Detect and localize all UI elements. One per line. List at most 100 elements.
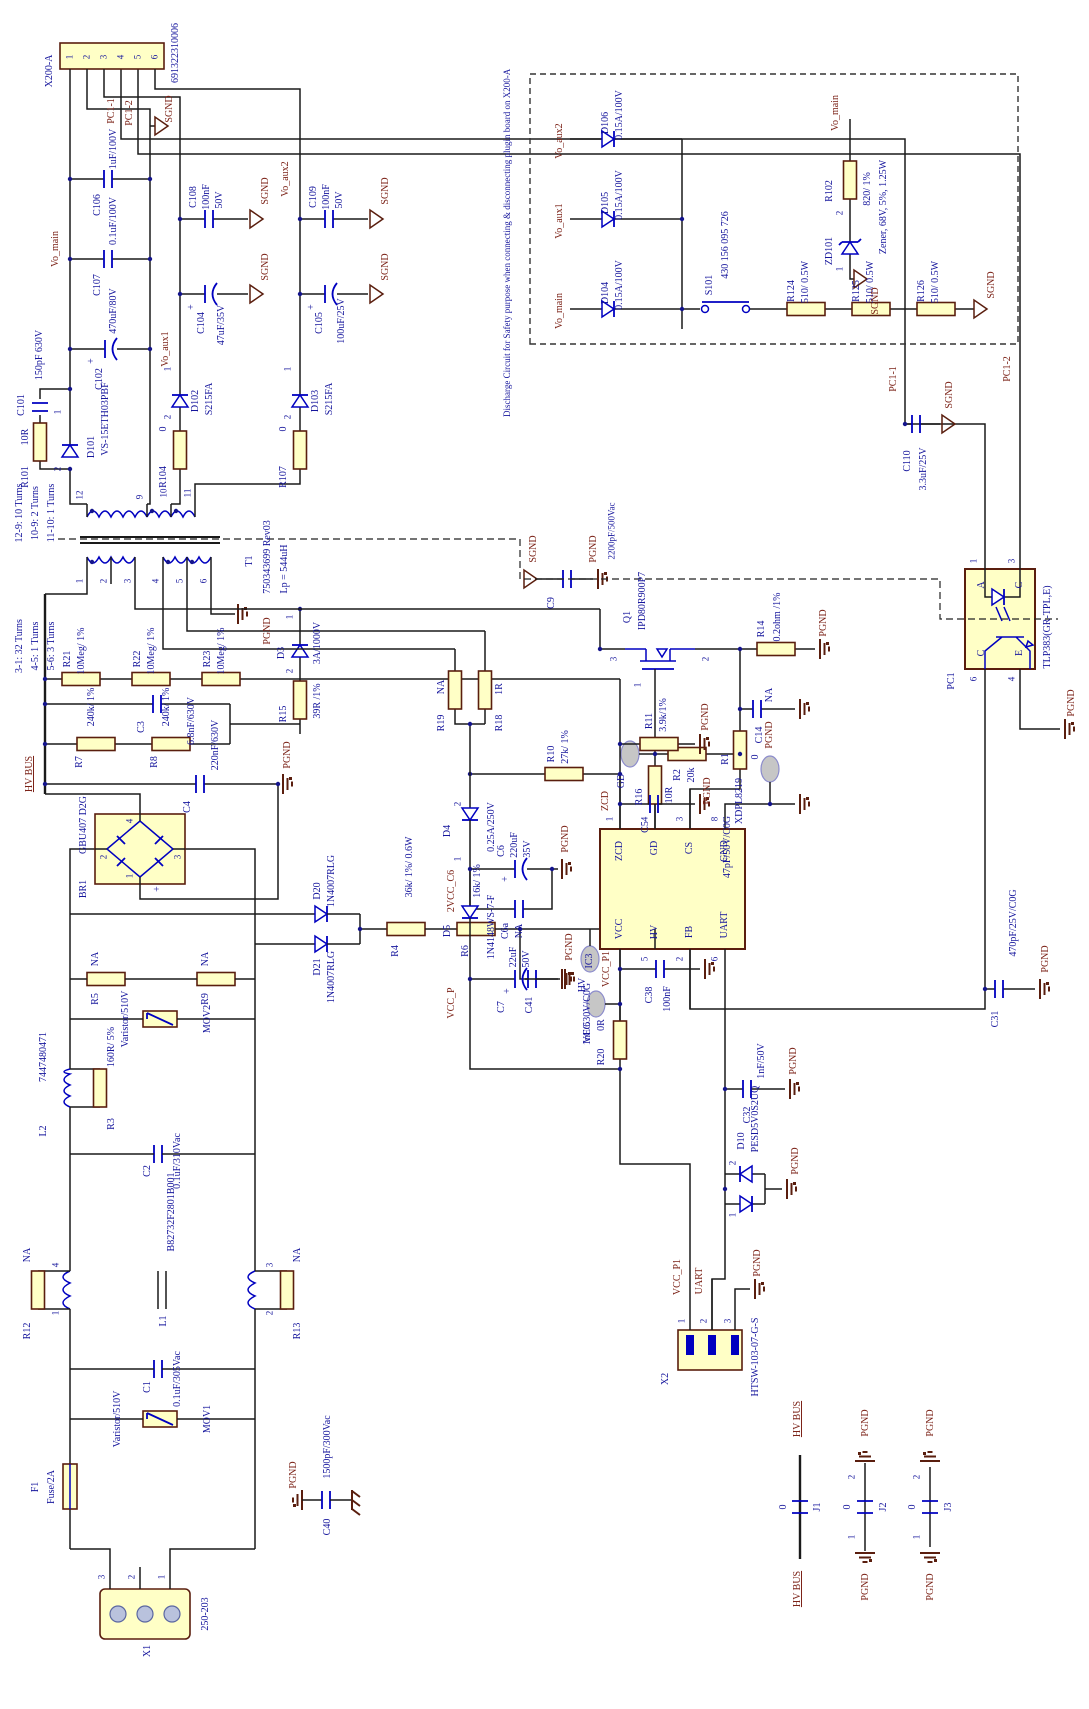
c32-symbol xyxy=(742,1079,752,1099)
d3-symbol xyxy=(291,644,309,658)
discharge-section xyxy=(529,73,1019,345)
c106-symbol xyxy=(103,169,113,189)
c6a-symbol xyxy=(514,899,524,919)
pgnd-net-ellipse xyxy=(760,755,780,783)
r1-symbol xyxy=(732,730,748,770)
secondary-section xyxy=(32,42,384,505)
r22-symbol xyxy=(131,671,171,687)
c6-symbol xyxy=(514,857,528,881)
d106-symbol xyxy=(601,130,615,148)
j2-pgnd-right xyxy=(854,1451,876,1462)
d105-symbol xyxy=(601,210,615,228)
r19-symbol xyxy=(447,670,463,710)
c40-pgnd-symbol xyxy=(292,1489,303,1511)
bridge-section xyxy=(45,784,279,900)
d10b-symbol xyxy=(739,1165,753,1183)
d20-symbol xyxy=(314,905,328,923)
zcd-section xyxy=(467,679,710,829)
c105-sgnd-symbol xyxy=(369,284,384,304)
zd101-sgnd-symbol xyxy=(853,269,868,289)
r3-symbol xyxy=(92,1068,108,1108)
c109-symbol xyxy=(324,209,334,229)
input-section xyxy=(30,848,361,1640)
c32-pgnd-symbol xyxy=(789,1078,800,1100)
r13-symbol xyxy=(279,1270,295,1310)
c102-symbol xyxy=(104,337,118,361)
c104-symbol xyxy=(204,282,218,306)
clamp-section xyxy=(42,569,620,795)
br1-body xyxy=(94,813,186,885)
c14-pgnd-symbol xyxy=(799,698,810,720)
ic3-body xyxy=(599,828,746,950)
r104-symbol xyxy=(172,430,188,470)
c107-symbol xyxy=(103,249,113,269)
c2-symbol xyxy=(153,1144,163,1164)
r125-symbol xyxy=(851,301,891,317)
r124-symbol xyxy=(786,301,826,317)
r6-symbol xyxy=(456,921,496,937)
c105-symbol xyxy=(324,282,338,306)
d21-symbol xyxy=(314,935,328,953)
hv-net-ellipse xyxy=(580,945,600,973)
mov1-varistor-symbol xyxy=(142,1410,178,1428)
c31-pgnd-symbol xyxy=(1039,978,1050,1000)
opto-section xyxy=(120,69,1075,1010)
c1-symbol xyxy=(153,1359,163,1379)
j2-pgnd-left xyxy=(854,1552,876,1563)
r126-symbol xyxy=(916,301,956,317)
c5-pgnd-symbol xyxy=(699,793,710,815)
isolation-boundary-line xyxy=(58,538,1058,620)
c38-pgnd-symbol xyxy=(704,958,715,980)
x200a-body xyxy=(59,42,165,70)
j3-pgnd-left xyxy=(919,1552,941,1563)
d10a-symbol xyxy=(739,1195,753,1213)
gd-net-ellipse xyxy=(620,740,640,768)
d5-symbol xyxy=(461,905,479,919)
pc1-e-pgnd-symbol xyxy=(1064,718,1075,740)
power-switch-section xyxy=(523,568,830,829)
r11-symbol xyxy=(639,736,679,752)
sgnd-out-symbol xyxy=(154,116,169,136)
mov2-varistor-symbol xyxy=(142,1010,178,1028)
transformer-section xyxy=(80,504,600,650)
r21-symbol xyxy=(61,671,101,687)
c31-symbol xyxy=(994,979,1004,999)
vcc-net-ellipse xyxy=(586,990,606,1018)
r4-symbol xyxy=(386,921,426,937)
uart-section xyxy=(617,1066,800,1371)
discharge-box-outline xyxy=(529,73,1019,345)
r14-symbol xyxy=(756,641,796,657)
j3-pgnd-right xyxy=(919,1451,941,1462)
c4-pgnd-symbol xyxy=(282,773,293,795)
t1-pgnd-symbol xyxy=(237,603,248,625)
c108-symbol xyxy=(204,209,214,229)
c38-symbol xyxy=(655,959,665,979)
c14-symbol xyxy=(752,699,762,719)
d102-symbol xyxy=(171,394,189,408)
d103-symbol xyxy=(291,394,309,408)
d10-pgnd-symbol xyxy=(786,1178,797,1200)
c109-sgnd-symbol xyxy=(369,209,384,229)
d104-symbol xyxy=(601,300,615,318)
c3-symbol xyxy=(152,694,162,714)
vcc-section xyxy=(447,631,715,1070)
c40-symbol xyxy=(321,1490,331,1510)
ic3-gnd-pgnd-symbol xyxy=(799,793,810,815)
r9-symbol xyxy=(196,971,236,987)
r102-symbol xyxy=(842,160,858,200)
r23-symbol xyxy=(201,671,241,687)
c6-pgnd-symbol xyxy=(561,858,572,880)
d101-symbol xyxy=(61,444,79,458)
r126-sgnd-symbol xyxy=(973,299,988,319)
zd101-symbol xyxy=(838,238,862,255)
r14-pgnd-symbol xyxy=(819,638,830,660)
r10-symbol xyxy=(544,766,584,782)
c104-sgnd-symbol xyxy=(249,284,264,304)
r7-symbol xyxy=(76,736,116,752)
jumper-section xyxy=(792,1451,941,1563)
controller-section xyxy=(599,755,810,1330)
r8-symbol xyxy=(151,736,191,752)
